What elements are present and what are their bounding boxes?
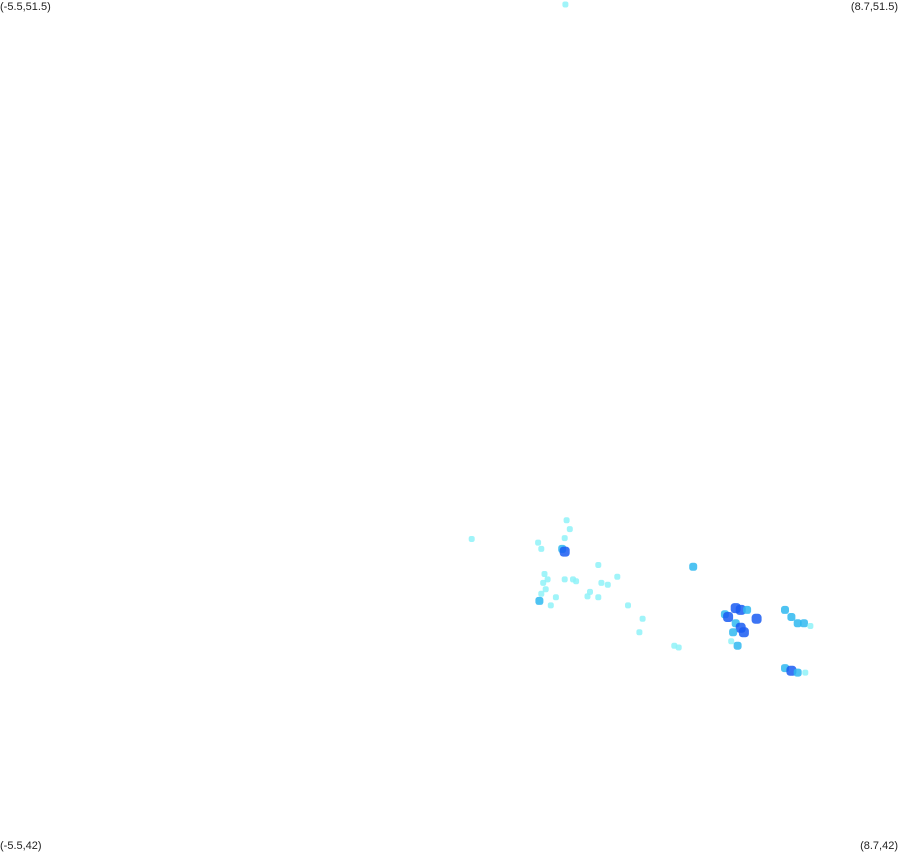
- map-point-24: [598, 579, 605, 586]
- map-point-34: [723, 612, 734, 622]
- map-point-29: [636, 629, 643, 636]
- map-point-47: [793, 619, 802, 628]
- map-point-43: [728, 638, 735, 645]
- map-point-26: [614, 573, 621, 580]
- map-point-36: [735, 604, 746, 615]
- map-point-27: [625, 602, 631, 609]
- map-point-45: [781, 605, 789, 614]
- corner-label-bottom-right: (8.7,42): [860, 840, 898, 852]
- map-point-0: [562, 1, 569, 8]
- map-point-22: [595, 594, 602, 601]
- map-point-23: [595, 562, 602, 568]
- map-point-2: [566, 526, 573, 533]
- map-point-14: [535, 596, 544, 605]
- map-point-21: [587, 588, 593, 595]
- map-point-42: [751, 613, 762, 624]
- map-point-10: [544, 576, 551, 583]
- map-point-19: [573, 578, 580, 585]
- map-point-11: [540, 579, 547, 586]
- map-point-7: [538, 545, 545, 552]
- map-point-40: [738, 627, 749, 638]
- map-point-20: [584, 593, 591, 600]
- map-point-12: [542, 586, 549, 593]
- map-point-41: [729, 628, 738, 637]
- map-point-1: [563, 517, 570, 524]
- corner-label-top-left: (-5.5,51.5): [0, 1, 51, 13]
- map-point-37: [743, 605, 752, 614]
- map-point-15: [547, 602, 554, 609]
- map-point-3: [561, 535, 568, 542]
- map-point-48: [800, 619, 808, 628]
- map-point-8: [468, 536, 475, 542]
- map-point-13: [538, 590, 545, 597]
- map-point-44: [733, 641, 742, 650]
- map-point-9: [541, 571, 548, 577]
- map-point-31: [675, 644, 682, 651]
- map-point-17: [561, 576, 568, 583]
- map-point-16: [552, 594, 559, 601]
- map-point-5: [559, 546, 570, 557]
- map-point-53: [802, 669, 809, 676]
- corner-label-top-right: (8.7,51.5): [850, 1, 898, 13]
- map-point-32: [689, 562, 698, 571]
- map-point-52: [793, 668, 802, 677]
- map-point-6: [535, 539, 542, 546]
- map-point-25: [604, 581, 611, 588]
- map-point-49: [807, 623, 814, 629]
- map-point-28: [639, 615, 646, 622]
- map-point-46: [787, 613, 796, 621]
- corner-label-bottom-left: (-5.5,42): [0, 840, 42, 852]
